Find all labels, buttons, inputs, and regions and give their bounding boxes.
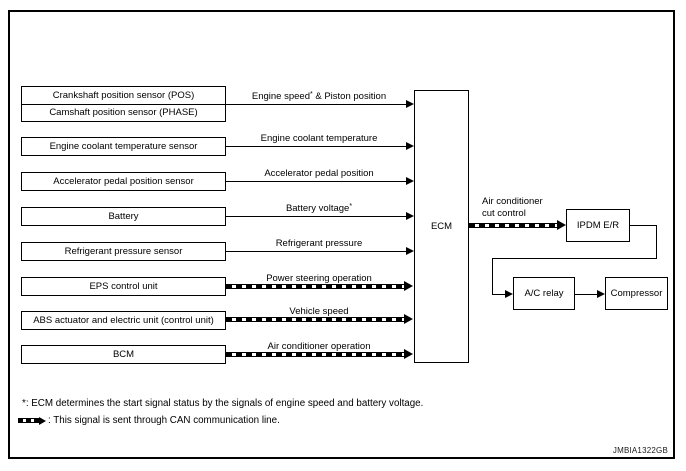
box-bcm: BCM — [21, 345, 226, 364]
box-compressor: Compressor — [605, 277, 668, 310]
box-ipdm-er: IPDM E/R — [566, 209, 630, 242]
box-coolant-sensor: Engine coolant temperature sensor — [21, 137, 226, 156]
can-line-ac-cut-control — [469, 223, 557, 228]
note-asterisk: *: ECM determines the start signal statu… — [22, 398, 424, 409]
arrowhead-icon — [597, 290, 605, 298]
connector-line — [656, 225, 657, 259]
box-battery: Battery — [21, 207, 226, 226]
box-refrigerant-sensor: Refrigerant pressure sensor — [21, 242, 226, 261]
arrowhead-icon — [406, 212, 414, 220]
connector-line — [575, 294, 598, 295]
box-abs-unit: ABS actuator and electric unit (control … — [21, 311, 226, 330]
signal-label-power-steering: Power steering operation — [266, 273, 372, 284]
diagram-border — [8, 10, 675, 459]
box-position-sensors: Crankshaft position sensor (POS) Camshaf… — [21, 86, 226, 122]
arrowhead-icon — [406, 100, 414, 108]
arrowhead-icon — [404, 281, 413, 291]
box-crankshaft-sensor: Crankshaft position sensor (POS) — [22, 87, 225, 105]
can-line-vehicle-speed — [226, 317, 405, 322]
box-camshaft-sensor: Camshaft position sensor (PHASE) — [49, 107, 198, 119]
can-line-legend-icon — [18, 418, 39, 423]
arrowhead-icon — [505, 290, 513, 298]
signal-label-accel-position: Accelerator pedal position — [264, 168, 374, 179]
figure-code: JMBIA1322GB — [612, 446, 668, 455]
connector-line — [630, 225, 657, 226]
box-eps-control-unit: EPS control unit — [21, 277, 226, 296]
signal-label-vehicle-speed: Vehicle speed — [289, 306, 349, 317]
connector-line — [492, 294, 506, 295]
arrowhead-icon — [39, 416, 46, 425]
signal-line-engine-speed — [225, 104, 407, 105]
can-line-power-steering — [226, 284, 405, 289]
signal-label-ac-operation: Air conditioner operation — [267, 341, 371, 352]
arrowhead-icon — [406, 177, 414, 185]
arrowhead-icon — [406, 142, 414, 150]
signal-label-coolant-temp: Engine coolant temperature — [260, 133, 378, 144]
signal-label-battery-voltage: Battery voltage* — [285, 203, 353, 214]
signal-label-refrigerant-pressure: Refrigerant pressure — [275, 238, 363, 249]
arrowhead-icon — [406, 247, 414, 255]
signal-line-refrigerant-pressure — [226, 251, 407, 252]
box-ecm: ECM — [414, 90, 469, 363]
arrowhead-icon — [404, 349, 413, 359]
label-ac-cut-control: Air conditioner cut control — [482, 196, 543, 219]
signal-line-battery-voltage — [226, 216, 407, 217]
box-ac-relay: A/C relay — [513, 277, 575, 310]
connector-line — [492, 258, 493, 295]
arrowhead-icon — [404, 314, 413, 324]
note-can-legend: : This signal is sent through CAN commun… — [18, 415, 280, 426]
connector-line — [492, 258, 657, 259]
signal-line-coolant-temp — [226, 146, 407, 147]
arrowhead-icon — [557, 220, 566, 230]
signal-label-engine-speed: Engine speed* & Piston position — [251, 91, 387, 102]
can-line-ac-operation — [226, 352, 405, 357]
box-accelerator-sensor: Accelerator pedal position sensor — [21, 172, 226, 191]
signal-line-accel-position — [226, 181, 407, 182]
